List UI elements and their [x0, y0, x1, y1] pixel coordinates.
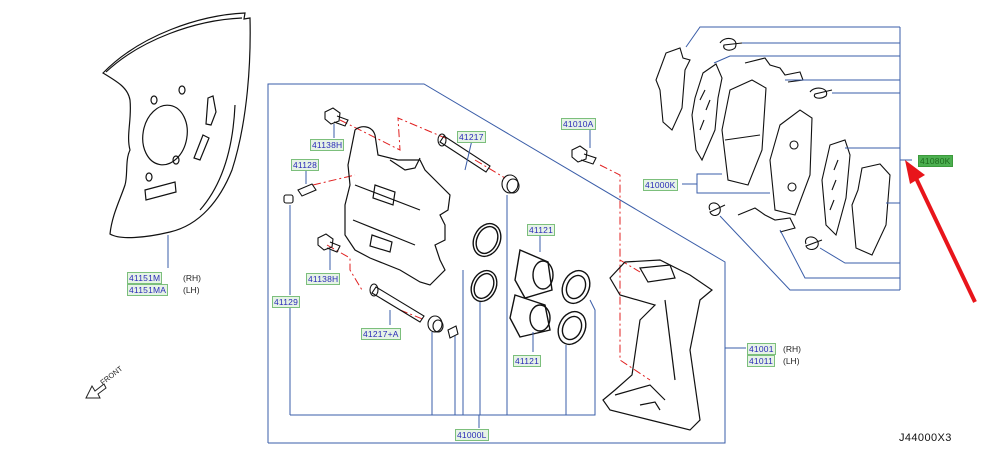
- bleeder-screw: [297, 183, 317, 197]
- splash-shield-drawing: [102, 12, 251, 239]
- leader-lines: [289, 26, 912, 428]
- side-label-lh-torque: (LH): [783, 356, 800, 366]
- bolt-41138h-upper: [324, 107, 341, 125]
- side-label-rh: (RH): [183, 273, 201, 283]
- part-label-41151ma[interactable]: 41151MA: [127, 284, 169, 296]
- front-arrow-icon: [85, 383, 107, 399]
- centerlines: [312, 117, 651, 381]
- part-label-41121-lower[interactable]: 41121: [513, 355, 542, 367]
- pad-kit-drawings: [655, 37, 891, 256]
- bolt-41138h-lower: [317, 233, 334, 251]
- pin-boot-upper: [501, 174, 519, 194]
- shim-outer-right: [851, 163, 891, 256]
- spring-upper-left: [719, 37, 743, 51]
- fastener-drawings: [283, 107, 597, 339]
- side-label-lh: (LH): [183, 285, 200, 295]
- assembly-boundary: [267, 83, 726, 444]
- part-label-41000k[interactable]: 41000K: [643, 179, 678, 191]
- seal-and-piston-drawings: [470, 222, 591, 346]
- shim-inner-left: [691, 63, 723, 162]
- piston-seal-1: [472, 222, 502, 258]
- part-label-41151m[interactable]: 41151M: [127, 272, 163, 284]
- part-label-41010a[interactable]: 41010A: [561, 118, 596, 130]
- spring-lower-right: [804, 236, 823, 251]
- part-label-41128[interactable]: 41128: [291, 159, 320, 171]
- part-label-41138h-lower[interactable]: 41138H: [306, 273, 341, 285]
- pad-clip-lower: [737, 207, 796, 233]
- torque-member-drawing: [602, 259, 713, 431]
- caliper-body-drawing: [344, 126, 451, 286]
- part-label-41217[interactable]: 41217: [457, 131, 486, 143]
- piston-upper: [514, 249, 553, 299]
- dust-seal-1: [561, 269, 591, 305]
- pin-boot-lower: [427, 315, 443, 333]
- piston-seal-2: [470, 269, 498, 303]
- highlight-arrow: [905, 160, 977, 303]
- side-label-rh-torque: (RH): [783, 344, 801, 354]
- brake-pad-left: [721, 79, 767, 186]
- dust-seal-2: [557, 310, 587, 346]
- part-label-41129[interactable]: 41129: [272, 296, 301, 308]
- part-label-41001[interactable]: 41001: [747, 343, 776, 355]
- guide-pin-lower: [371, 286, 425, 323]
- part-label-41080k-highlighted[interactable]: 41080K: [918, 155, 953, 167]
- guide-pin-upper: [439, 135, 491, 173]
- part-label-41000l[interactable]: 41000L: [455, 429, 489, 441]
- piston-lower: [509, 294, 551, 338]
- bleeder-cap: [283, 194, 294, 204]
- spring-lower-left: [708, 202, 726, 217]
- part-label-41011[interactable]: 41011: [747, 355, 776, 367]
- pad-clip-upper: [744, 57, 804, 83]
- diagram-code: J44000X3: [899, 432, 952, 444]
- brake-pad-right: [769, 109, 813, 216]
- spring-upper-right: [809, 87, 833, 99]
- part-label-41217a[interactable]: 41217+A: [361, 328, 401, 340]
- part-label-41121-upper[interactable]: 41121: [527, 224, 556, 236]
- part-label-41138h-upper[interactable]: 41138H: [310, 139, 345, 151]
- shim-outer-left: [655, 47, 691, 131]
- shim-inner-right: [821, 139, 851, 237]
- torque-bolt: [571, 145, 588, 163]
